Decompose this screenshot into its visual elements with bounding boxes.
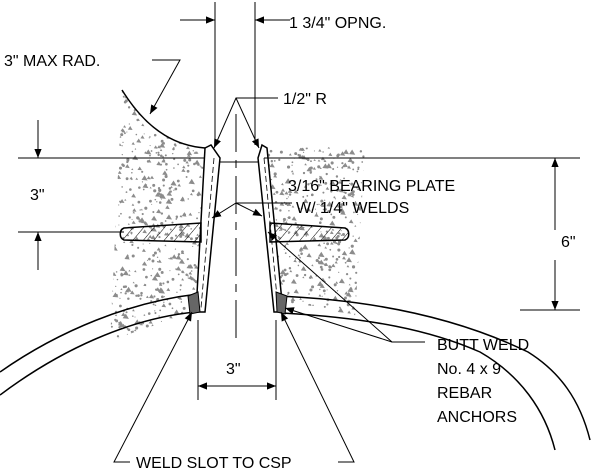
weld-slot-label: WELD SLOT TO CSP bbox=[136, 455, 292, 472]
bearing-plate-label-line2: W/ 1/4" WELDS bbox=[296, 200, 409, 217]
butt-weld-label-line4: ANCHORS bbox=[437, 409, 517, 426]
right-dimension-label: 6" bbox=[561, 234, 576, 251]
csp-inner-arc-right bbox=[281, 312, 556, 451]
max-radius-leader bbox=[149, 59, 181, 115]
rebar-anchor-right bbox=[269, 222, 350, 243]
max-radius-label: 3" MAX RAD. bbox=[4, 53, 100, 70]
bearing-plate-label-line1: 3/16" BEARING PLATE bbox=[288, 178, 455, 195]
half-radius-leader-right bbox=[235, 97, 260, 149]
bearing-plate-leader-right bbox=[235, 202, 263, 217]
left-dimension-label: 3" bbox=[30, 187, 45, 204]
half-radius-leader-left bbox=[213, 97, 278, 149]
csp-outer-arc-right bbox=[275, 295, 591, 441]
butt-weld-leader-rebar bbox=[267, 231, 425, 343]
weld-slot-leader-left bbox=[113, 311, 193, 463]
butt-weld-label-line3: REBAR bbox=[437, 385, 492, 402]
opening-dimension-label: 1 3/4" OPNG. bbox=[289, 15, 386, 32]
csp-inner-arc-left bbox=[0, 311, 197, 396]
bearing-plate-left bbox=[195, 144, 221, 313]
butt-weld-leader-weld bbox=[284, 307, 393, 343]
csp-pipe-arcs bbox=[0, 293, 591, 451]
max-radius-curve bbox=[121, 89, 206, 149]
weld-fillet-right bbox=[275, 291, 288, 315]
weld-fillet-left bbox=[187, 291, 201, 315]
weld-slot-leader-right bbox=[280, 311, 355, 463]
butt-weld-label-line2: No. 4 x 9 bbox=[437, 361, 501, 378]
half-radius-label: 1/2" R bbox=[283, 91, 327, 108]
bottom-dimension-label: 3" bbox=[226, 361, 241, 378]
butt-weld-label-line1: BUTT WELD bbox=[437, 337, 529, 354]
csp-outer-arc-left bbox=[0, 293, 199, 373]
rebar-anchor-left bbox=[119, 222, 202, 243]
